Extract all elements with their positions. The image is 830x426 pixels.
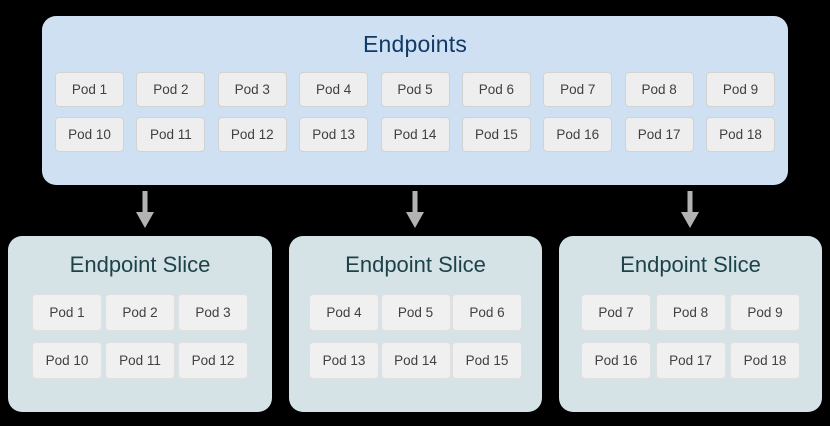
pod-chip[interactable]: Pod 7 <box>581 294 651 331</box>
pod-chip[interactable]: Pod 8 <box>655 294 726 331</box>
pod-chip[interactable]: Pod 18 <box>730 342 800 379</box>
endpoint-slice-container-2: Endpoint Slice Pod 4 Pod 5 Pod 6 Pod 13 … <box>289 236 542 412</box>
endpoint-slice-container-3: Endpoint Slice Pod 7 Pod 8 Pod 9 Pod 16 … <box>559 236 822 412</box>
endpoint-slice-pod-row-1: Pod 4 Pod 5 Pod 6 <box>309 294 522 331</box>
endpoint-slice-container-1: Endpoint Slice Pod 1 Pod 2 Pod 3 Pod 10 … <box>8 236 272 412</box>
endpoint-slice-pod-grid: Pod 4 Pod 5 Pod 6 Pod 13 Pod 14 Pod 15 <box>289 294 542 379</box>
endpoint-slice-pod-row-1: Pod 7 Pod 8 Pod 9 <box>581 294 800 331</box>
pod-chip[interactable]: Pod 17 <box>655 342 726 379</box>
endpoint-slice-pod-grid: Pod 1 Pod 2 Pod 3 Pod 10 Pod 11 Pod 12 <box>8 294 272 379</box>
arrow-down-icon <box>677 191 703 229</box>
pod-chip[interactable]: Pod 6 <box>461 72 531 107</box>
pod-chip[interactable]: Pod 5 <box>380 72 450 107</box>
pod-chip[interactable]: Pod 8 <box>624 72 694 107</box>
endpoint-slice-pod-grid: Pod 7 Pod 8 Pod 9 Pod 16 Pod 17 Pod 18 <box>559 294 822 379</box>
pod-chip[interactable]: Pod 13 <box>299 117 369 152</box>
pod-chip[interactable]: Pod 5 <box>380 294 451 331</box>
pod-chip[interactable]: Pod 9 <box>730 294 800 331</box>
pod-chip[interactable]: Pod 12 <box>217 117 287 152</box>
pod-chip[interactable]: Pod 2 <box>136 72 206 107</box>
pod-chip[interactable]: Pod 9 <box>706 72 775 107</box>
pod-chip[interactable]: Pod 7 <box>543 72 613 107</box>
endpoint-slice-pod-row-2: Pod 16 Pod 17 Pod 18 <box>581 342 800 379</box>
pod-chip[interactable]: Pod 3 <box>178 294 248 331</box>
endpoints-pod-row-2: Pod 10 Pod 11 Pod 12 Pod 13 Pod 14 Pod 1… <box>55 117 775 152</box>
arrow-down-icon <box>402 191 428 229</box>
endpoints-pod-grid: Pod 1 Pod 2 Pod 3 Pod 4 Pod 5 Pod 6 Pod … <box>42 72 788 152</box>
pod-chip[interactable]: Pod 18 <box>706 117 775 152</box>
pod-chip[interactable]: Pod 13 <box>309 342 379 379</box>
pod-chip[interactable]: Pod 15 <box>461 117 531 152</box>
pod-chip[interactable]: Pod 2 <box>105 294 175 331</box>
pod-chip[interactable]: Pod 6 <box>452 294 522 331</box>
pod-chip[interactable]: Pod 3 <box>217 72 287 107</box>
pod-chip[interactable]: Pod 17 <box>624 117 694 152</box>
pod-chip[interactable]: Pod 10 <box>32 342 102 379</box>
endpoint-slice-pod-row-2: Pod 10 Pod 11 Pod 12 <box>32 342 248 379</box>
pod-chip[interactable]: Pod 14 <box>380 117 450 152</box>
endpoint-slice-title: Endpoint Slice <box>345 252 486 277</box>
pod-chip[interactable]: Pod 4 <box>299 72 369 107</box>
pod-chip[interactable]: Pod 15 <box>452 342 522 379</box>
endpoint-slice-pod-row-2: Pod 13 Pod 14 Pod 15 <box>309 342 522 379</box>
endpoints-title: Endpoints <box>362 31 468 57</box>
pod-chip[interactable]: Pod 12 <box>178 342 248 379</box>
pod-chip[interactable]: Pod 16 <box>543 117 613 152</box>
endpoint-slice-title: Endpoint Slice <box>620 252 761 277</box>
pod-chip[interactable]: Pod 10 <box>55 117 124 152</box>
arrow-down-icon <box>132 191 158 229</box>
pod-chip[interactable]: Pod 11 <box>105 342 175 379</box>
endpoints-container: Endpoints Pod 1 Pod 2 Pod 3 Pod 4 Pod 5 … <box>42 16 788 185</box>
pod-chip[interactable]: Pod 16 <box>581 342 651 379</box>
pod-chip[interactable]: Pod 14 <box>380 342 451 379</box>
pod-chip[interactable]: Pod 11 <box>136 117 206 152</box>
endpoint-slice-pod-row-1: Pod 1 Pod 2 Pod 3 <box>32 294 248 331</box>
endpoints-pod-row-1: Pod 1 Pod 2 Pod 3 Pod 4 Pod 5 Pod 6 Pod … <box>55 72 775 107</box>
pod-chip[interactable]: Pod 4 <box>309 294 379 331</box>
pod-chip[interactable]: Pod 1 <box>32 294 102 331</box>
pod-chip[interactable]: Pod 1 <box>55 72 124 107</box>
endpoint-slice-title: Endpoint Slice <box>69 252 211 277</box>
